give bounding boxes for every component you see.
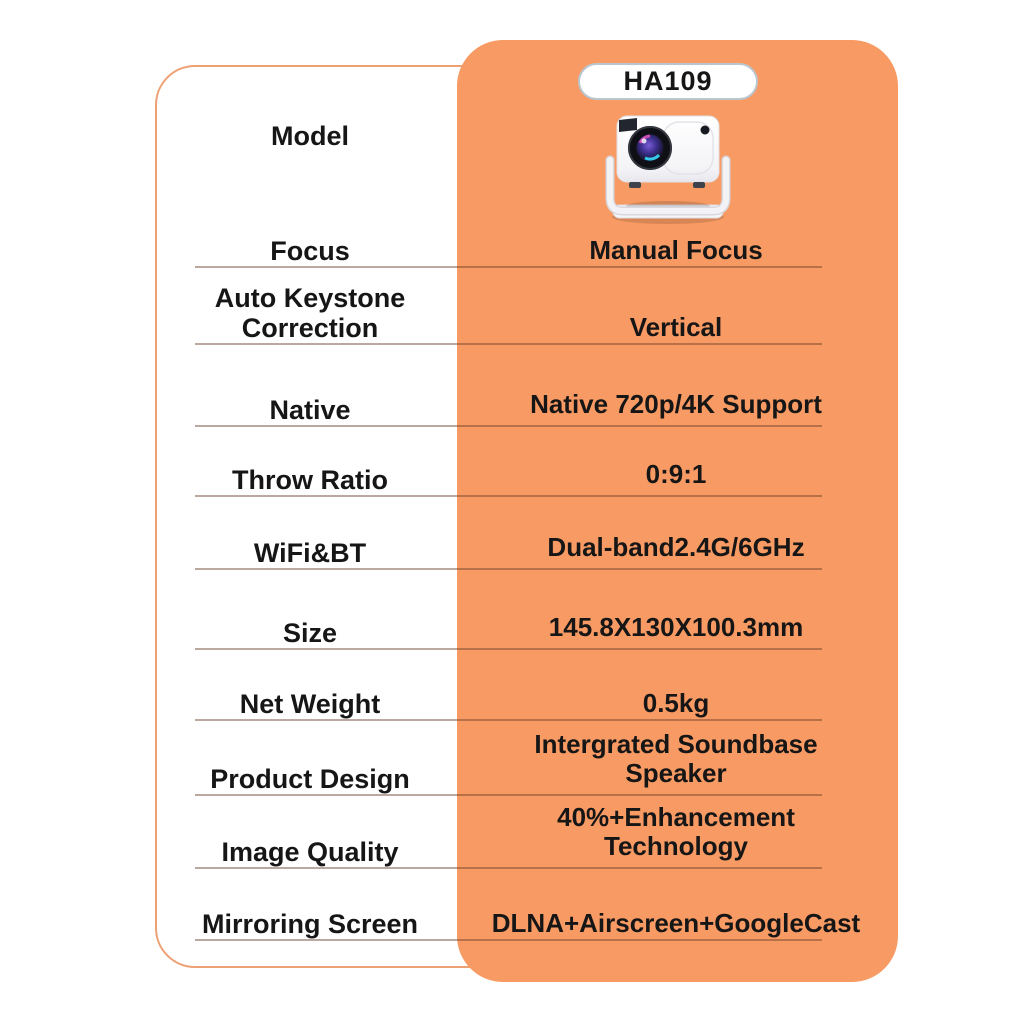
spec-row-native: Native Native 720p/4K Support <box>195 363 822 427</box>
spec-label: Image Quality <box>221 837 399 867</box>
spec-label: Mirroring Screen <box>201 909 419 939</box>
spec-label: Native <box>269 395 351 425</box>
spec-label-model: Model <box>271 121 349 151</box>
spec-label: Product Design <box>210 764 410 794</box>
spec-row-image-quality: Image Quality 40%+Enhancement Technology <box>195 773 822 869</box>
spec-value: Dual-band2.4G/6GHz <box>547 532 805 562</box>
spec-row-net-weight: Net Weight 0.5kg <box>195 657 822 721</box>
projector-icon <box>593 110 743 233</box>
spec-value: 0.5kg <box>642 688 710 718</box>
spec-row-focus: Focus Manual Focus <box>195 204 822 268</box>
spec-value: 0:9:1 <box>645 459 707 489</box>
spec-value: Vertical <box>629 312 723 342</box>
spec-row-product-design: Product Design Intergrated Soundbase Spe… <box>195 700 822 796</box>
spec-row-keystone: Auto Keystone Correction Vertical <box>195 249 822 345</box>
spec-label: WiFi&BT <box>253 538 367 568</box>
spec-value: Intergrated Soundbase Speaker <box>534 729 818 788</box>
spec-value: DLNA+Airscreen+GoogleCast <box>491 908 861 938</box>
spec-label: Auto Keystone Correction <box>214 283 406 343</box>
spec-row-throw-ratio: Throw Ratio 0:9:1 <box>195 433 822 497</box>
spec-label: Net Weight <box>239 689 381 719</box>
spec-row-wifi-bt: WiFi&BT Dual-band2.4G/6GHz <box>195 506 822 570</box>
spec-label: Throw Ratio <box>232 465 388 495</box>
spec-value: 145.8X130X100.3mm <box>548 612 804 642</box>
spec-value: Manual Focus <box>589 235 763 265</box>
model-badge: HA109 <box>578 63 758 100</box>
spec-value: Native 720p/4K Support <box>530 389 822 419</box>
spec-row-size: Size 145.8X130X100.3mm <box>195 586 822 650</box>
spec-label: Size <box>282 618 338 648</box>
spec-row-mirroring-screen: Mirroring Screen DLNA+Airscreen+GoogleCa… <box>195 877 860 941</box>
model-badge-label: HA109 <box>623 66 713 96</box>
spec-value: 40%+Enhancement Technology <box>557 802 795 861</box>
spec-label: Focus <box>270 236 350 266</box>
value-panel <box>457 40 898 982</box>
